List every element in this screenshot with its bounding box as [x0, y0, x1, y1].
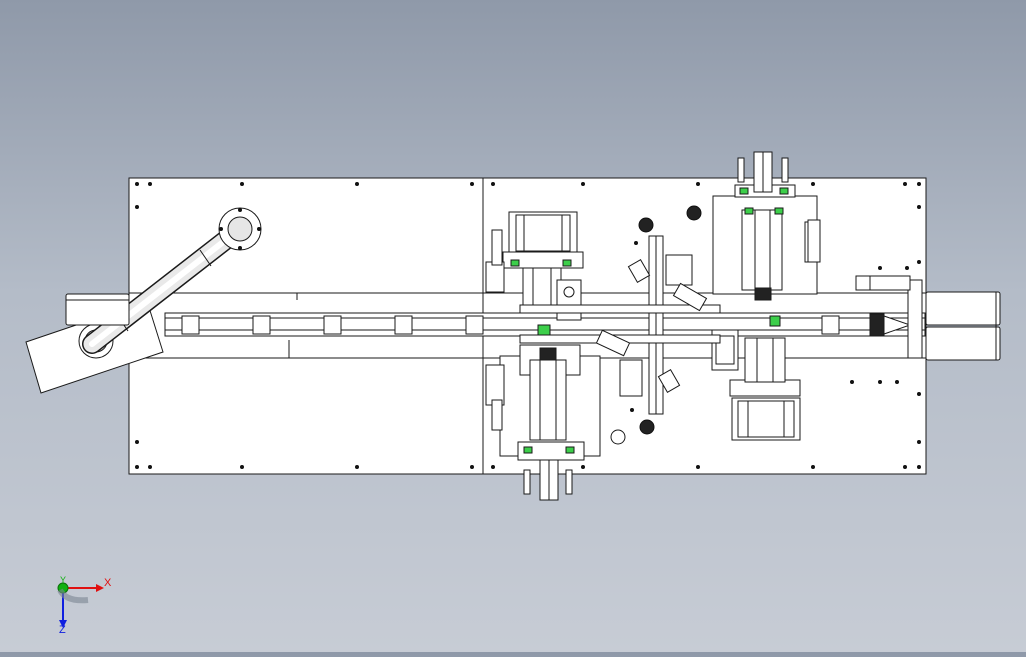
station-bottom-left[interactable] [485, 324, 626, 501]
center-assembly[interactable] [519, 235, 721, 415]
mounting-holes [135, 182, 921, 469]
right-brackets [807, 219, 911, 291]
y-axis-label: Y [60, 575, 66, 585]
conveyor-ends[interactable] [65, 291, 1001, 361]
z-axis-label: Z [59, 624, 66, 636]
station-bottom-right[interactable] [711, 329, 801, 441]
station-top-right[interactable] [712, 151, 820, 327]
axis-triad: X Y Z [57, 575, 112, 636]
x-axis-label: X [104, 577, 112, 589]
dark-markers [638, 205, 702, 435]
